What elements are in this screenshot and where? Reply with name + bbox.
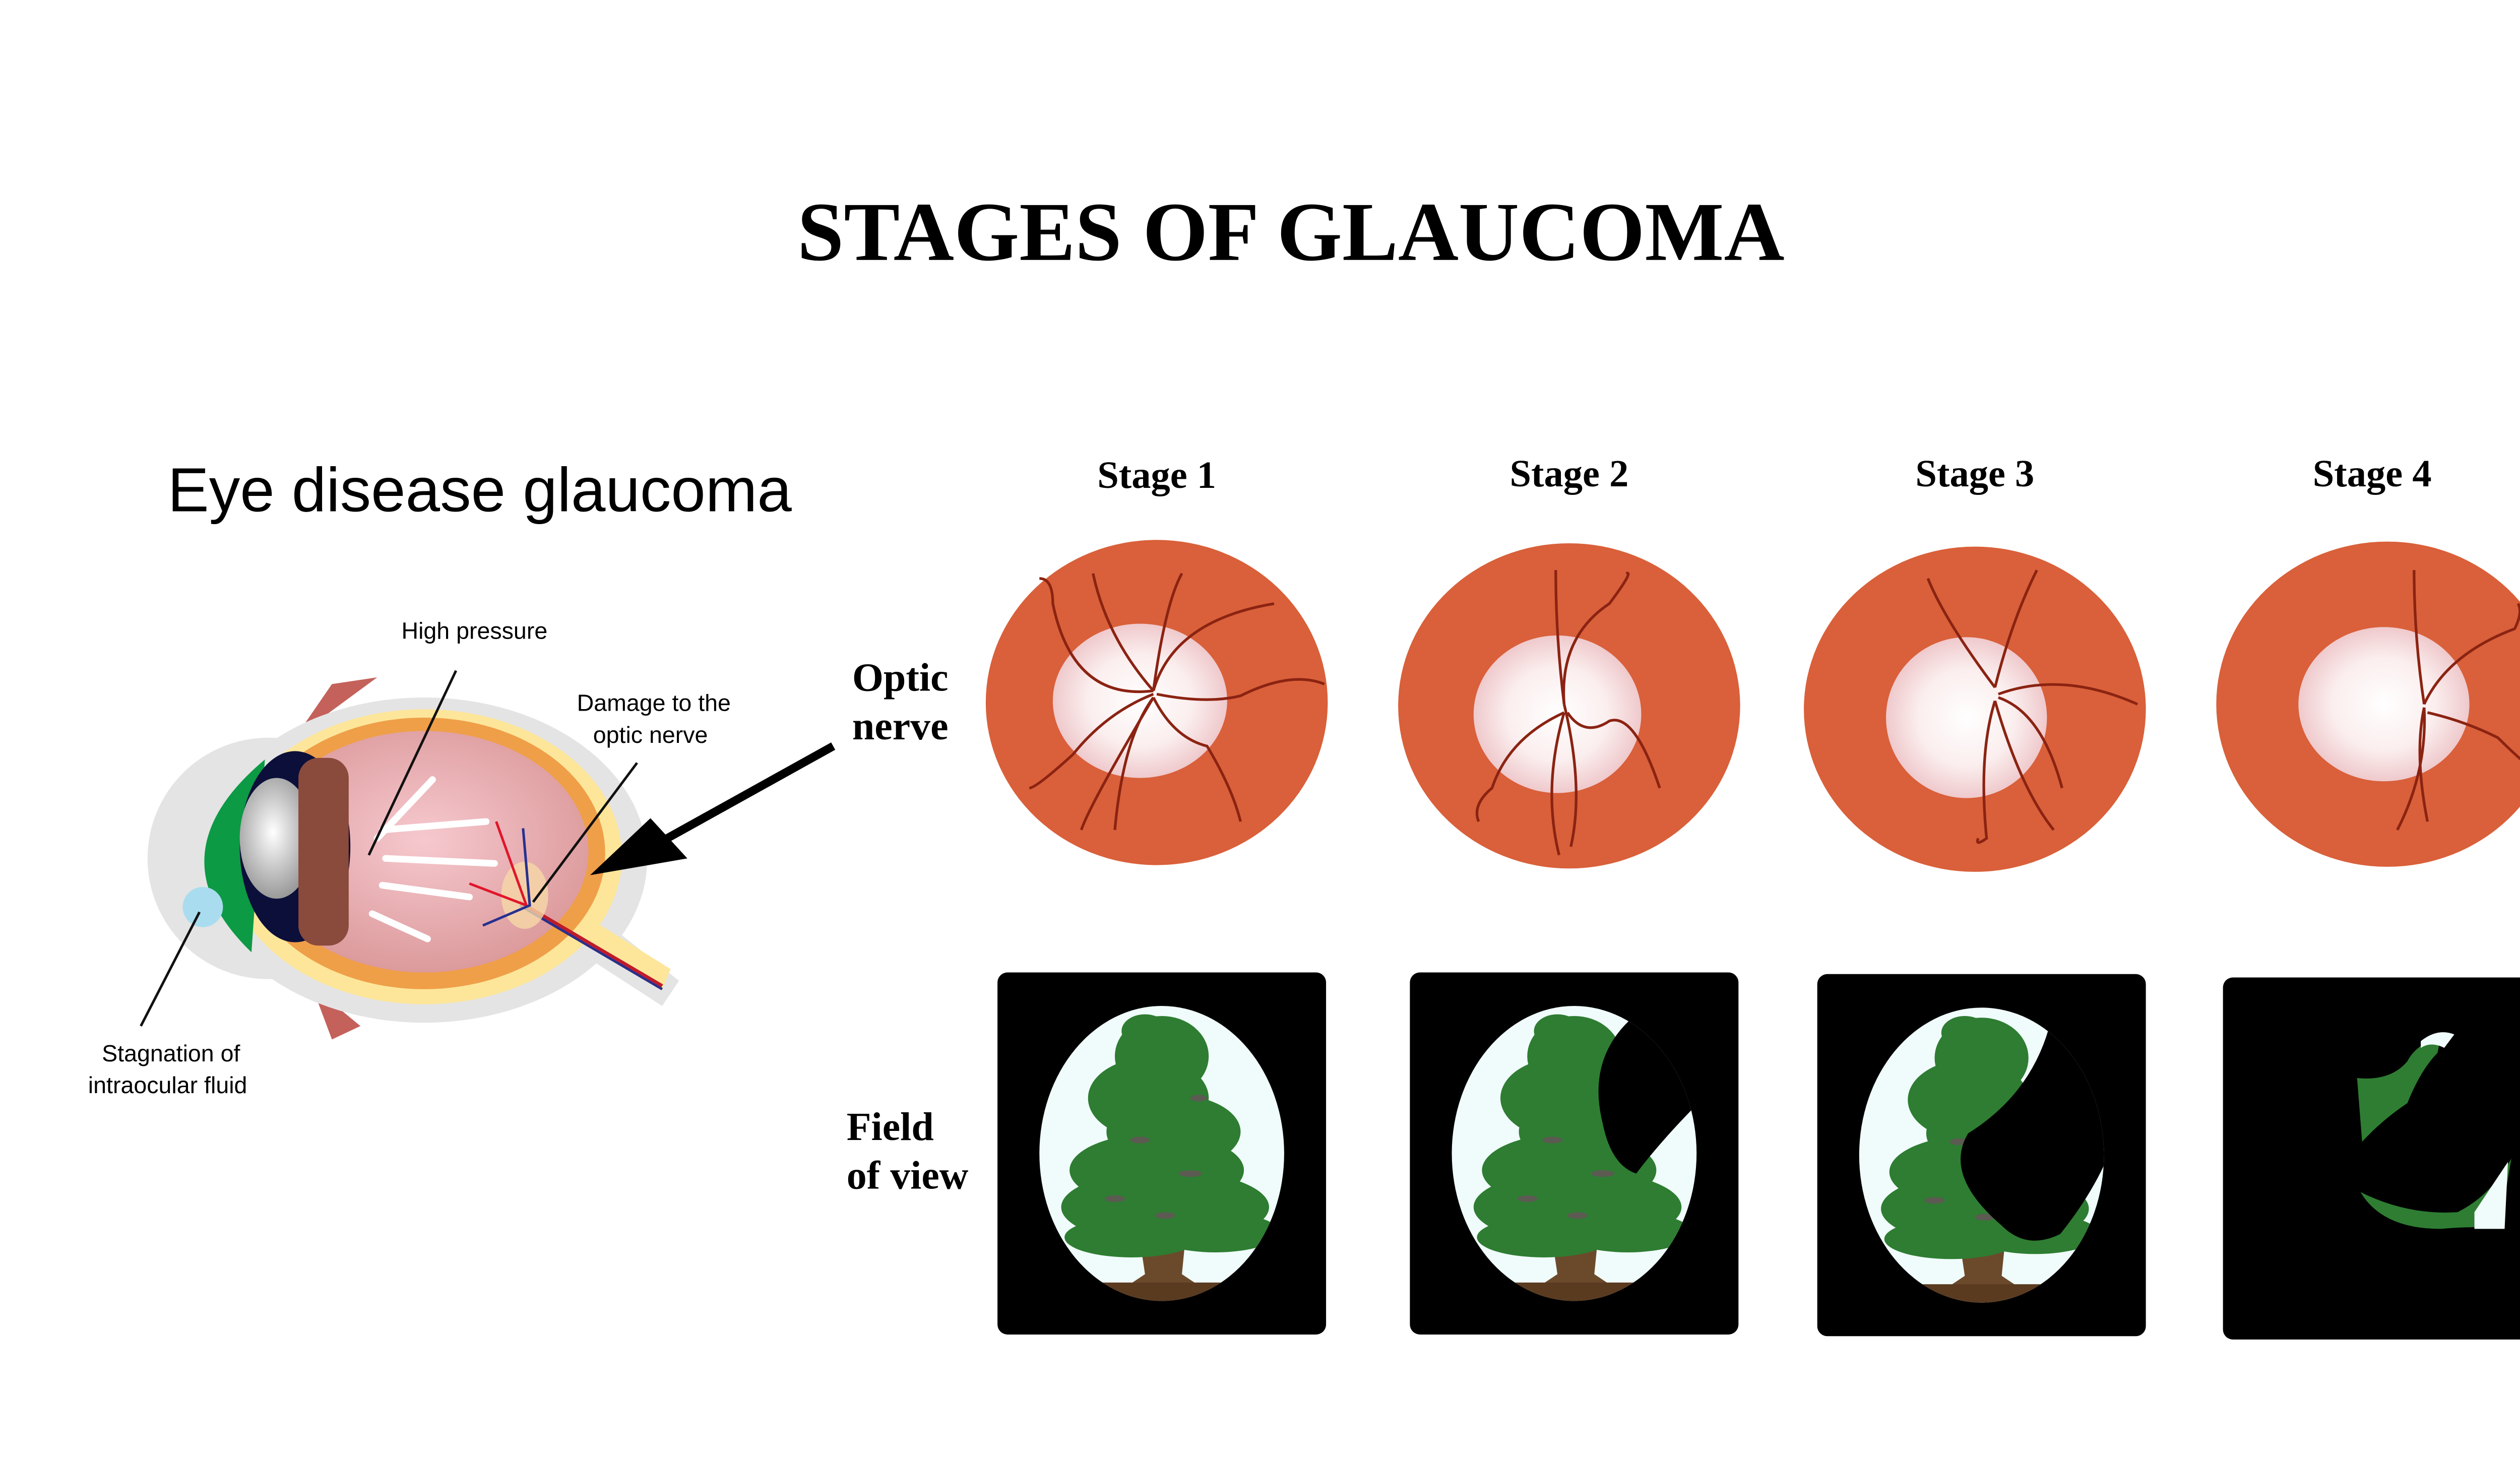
row-label-optic-line2: nerve — [852, 704, 949, 748]
label-damage-line1: Damage to the — [577, 690, 731, 716]
stage-2-field-of-view — [1410, 972, 1739, 1335]
label-stagnation-line2: intraocular fluid — [88, 1072, 247, 1098]
stage-4-optic-disc — [2216, 541, 2520, 867]
stage-2-label: Stage 2 — [1509, 452, 1628, 495]
stage-1-field-of-view — [997, 972, 1327, 1335]
stage-2-optic-disc — [1398, 543, 1740, 869]
stage-3-optic-disc — [1804, 546, 2146, 872]
label-stagnation-line1: Stagnation of — [102, 1040, 240, 1066]
stage-4-label: Stage 4 — [2313, 452, 2432, 495]
stage-4-field-of-view — [2223, 977, 2520, 1340]
eye-cross-section-illustration — [140, 670, 836, 1040]
stage-3-field-of-view — [1817, 974, 2146, 1337]
page-title: STAGES OF GLAUCOMA — [797, 185, 1785, 278]
row-label-field-line1: Field — [847, 1105, 934, 1149]
stage-3-label: Stage 3 — [1915, 452, 2034, 495]
stage-1-optic-disc — [985, 540, 1328, 865]
eye-diagram-heading: Eye disease glaucoma — [168, 456, 792, 525]
stage-1-label: Stage 1 — [1097, 454, 1216, 496]
row-label-optic-line1: Optic — [852, 656, 949, 700]
label-high-pressure: High pressure — [401, 618, 547, 644]
label-damage-line2: optic nerve — [593, 722, 708, 748]
row-label-field-line2: of view — [847, 1154, 969, 1198]
